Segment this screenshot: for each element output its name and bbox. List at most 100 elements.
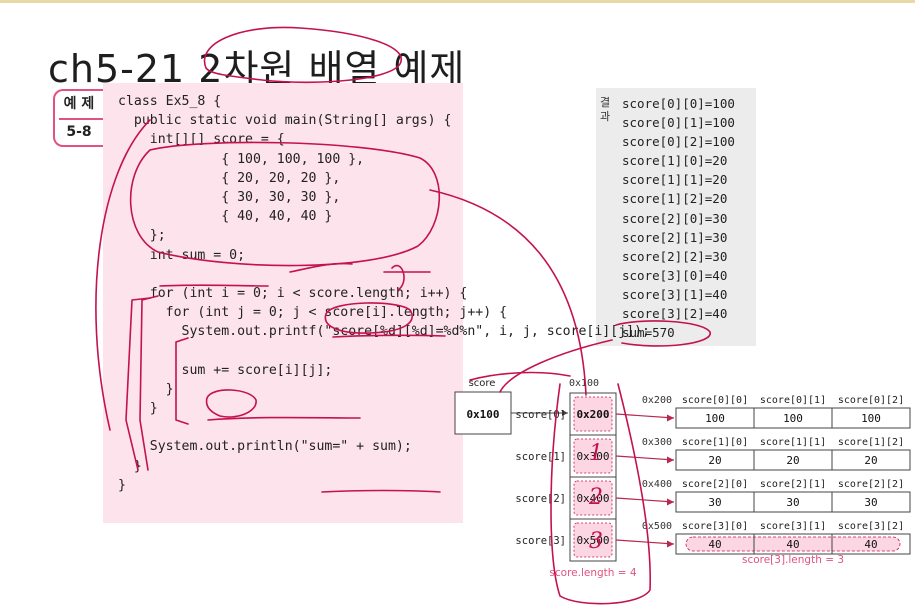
inner-array-header: score[1][2] (838, 437, 904, 448)
outer-loop-bracket-2 (139, 295, 159, 471)
inner-array-header: score[3][2] (838, 521, 904, 532)
title-circle-annotation (203, 26, 403, 84)
code-line: } (118, 381, 174, 397)
inner-array-value: 100 (705, 412, 725, 425)
length-oval-annotation (324, 302, 413, 334)
outer-array-value: 0x300 (576, 450, 609, 463)
result-line: score[0][0]=100 (622, 96, 735, 111)
outer-array-circle-annotation (550, 383, 652, 605)
sum-oval-annotation (205, 389, 257, 418)
code-line: { 20, 20, 20 }, (118, 170, 341, 186)
result-tag: 결과 (599, 96, 611, 123)
inner-array-value: 30 (786, 496, 799, 509)
inner-array-header: score[0][2] (838, 395, 904, 406)
pointer-arrow-head (667, 456, 674, 464)
example-badge-divider (59, 118, 103, 120)
code-line: for (int j = 0; j < score[i].length; j++… (118, 305, 508, 321)
sum-line-annotation (615, 320, 711, 347)
inner-array-address: 0x200 (642, 395, 672, 406)
inner-array-value: 100 (783, 412, 803, 425)
reference-box (454, 391, 512, 435)
result-line: score[3][2]=40 (622, 306, 728, 322)
sum-declaration-arrow (289, 262, 353, 273)
result-panel (596, 88, 756, 346)
inner-array-address: 0x500 (642, 521, 672, 532)
code-underline-1 (159, 284, 269, 287)
pointer-arrow-head (667, 414, 674, 422)
inner-array-value: 100 (861, 412, 881, 425)
pointer-arrow-line (615, 455, 675, 461)
result-line: score[0][1]=100 (622, 115, 735, 131)
init-to-diagram-arrow (429, 189, 587, 396)
outer-array-value: 0x500 (576, 534, 609, 547)
code-panel (103, 83, 463, 523)
inner-array-address: 0x400 (642, 479, 672, 490)
code-line: { 100, 100, 100 }, (118, 151, 365, 167)
inner-array-value: 40 (786, 538, 799, 551)
pointer-arrow-head (667, 540, 674, 548)
code-line: int sum = 0; (118, 247, 246, 263)
code-line: } (118, 401, 158, 416)
result-line: score[2][1]=30 (622, 229, 728, 245)
handwritten-index: 2 (588, 485, 603, 510)
example-badge: 예 제 5-8 (53, 89, 103, 147)
inner-array-address: 0x300 (642, 437, 672, 448)
code-line: class Ex5_8 { (118, 94, 222, 109)
outer-array-label: score[0] (515, 409, 566, 421)
code-underline-4 (321, 489, 441, 493)
inner-array-header: score[0][1] (760, 395, 826, 406)
code-line: } (118, 477, 126, 493)
result-line: score[3][1]=40 (622, 286, 728, 302)
outer-array-label: score[1] (515, 451, 566, 463)
inner-array-value: 30 (864, 496, 877, 509)
inner-array-value: 20 (708, 454, 721, 467)
outer-length-caption: score.length = 4 (549, 567, 636, 579)
pointer-arrow-head (667, 498, 674, 506)
code-line: }; (118, 228, 166, 244)
result-line: sum=570 (622, 325, 675, 341)
inner-array-value: 30 (708, 496, 721, 509)
inner-array-box (675, 491, 911, 513)
reference-value: 0x100 (466, 408, 499, 421)
code-line: { 40, 40, 40 } (118, 209, 333, 225)
inner-array-value: 20 (864, 454, 877, 467)
inner-array-value: 40 (864, 538, 877, 551)
example-badge-number: 5-8 (66, 124, 92, 140)
inner-array-header: score[0][0] (682, 395, 748, 406)
result-line: score[2][0]=30 (622, 210, 728, 226)
inner-array-box (675, 407, 911, 429)
pointer-arrow-line (615, 497, 675, 503)
handwritten-annotations (95, 26, 711, 605)
left-bracket-arrow (95, 119, 151, 431)
inner-array-highlight (685, 536, 901, 552)
outer-array-cell-highlight (573, 396, 613, 432)
code-line: System.out.println("sum=" + sum); (118, 439, 412, 455)
example-badge-label: 예 제 (63, 96, 95, 112)
inner-array-header: score[1][0] (682, 437, 748, 448)
nested-loop-arc (469, 371, 571, 381)
handwritten-index: 1 (589, 441, 603, 466)
code-line: { 30, 30, 30 }, (118, 189, 341, 205)
reference-label: score (469, 378, 496, 389)
result-line: score[2][2]=30 (622, 248, 728, 264)
outer-array-label: score[3] (515, 535, 566, 547)
pointer-arrow-line (615, 413, 675, 419)
result-line: score[1][0]=20 (622, 153, 728, 169)
top-border (0, 0, 915, 3)
outer-array-label: score[2] (515, 493, 566, 505)
outer-array-value: 0x400 (576, 492, 609, 505)
result-output: score[0][0]=100 score[0][1]=100 score[0][2… (622, 94, 735, 342)
inner-array-value: 20 (786, 454, 799, 467)
code-line: sum += score[i][j]; (118, 362, 333, 378)
pencil-mark (383, 264, 431, 291)
code-underline-3 (207, 416, 361, 421)
inner-loop-bracket (175, 337, 189, 425)
inner-array-header: score[3][1] (760, 521, 826, 532)
result-line: score[0][2]=100 (622, 134, 735, 150)
sum-result-arrow (499, 339, 613, 393)
inner-array-header: score[3][0] (682, 521, 748, 532)
outer-array-address: 0x100 (569, 378, 599, 389)
reference-arrow-head (562, 410, 568, 416)
inner-array-header: score[2][1] (760, 479, 826, 490)
